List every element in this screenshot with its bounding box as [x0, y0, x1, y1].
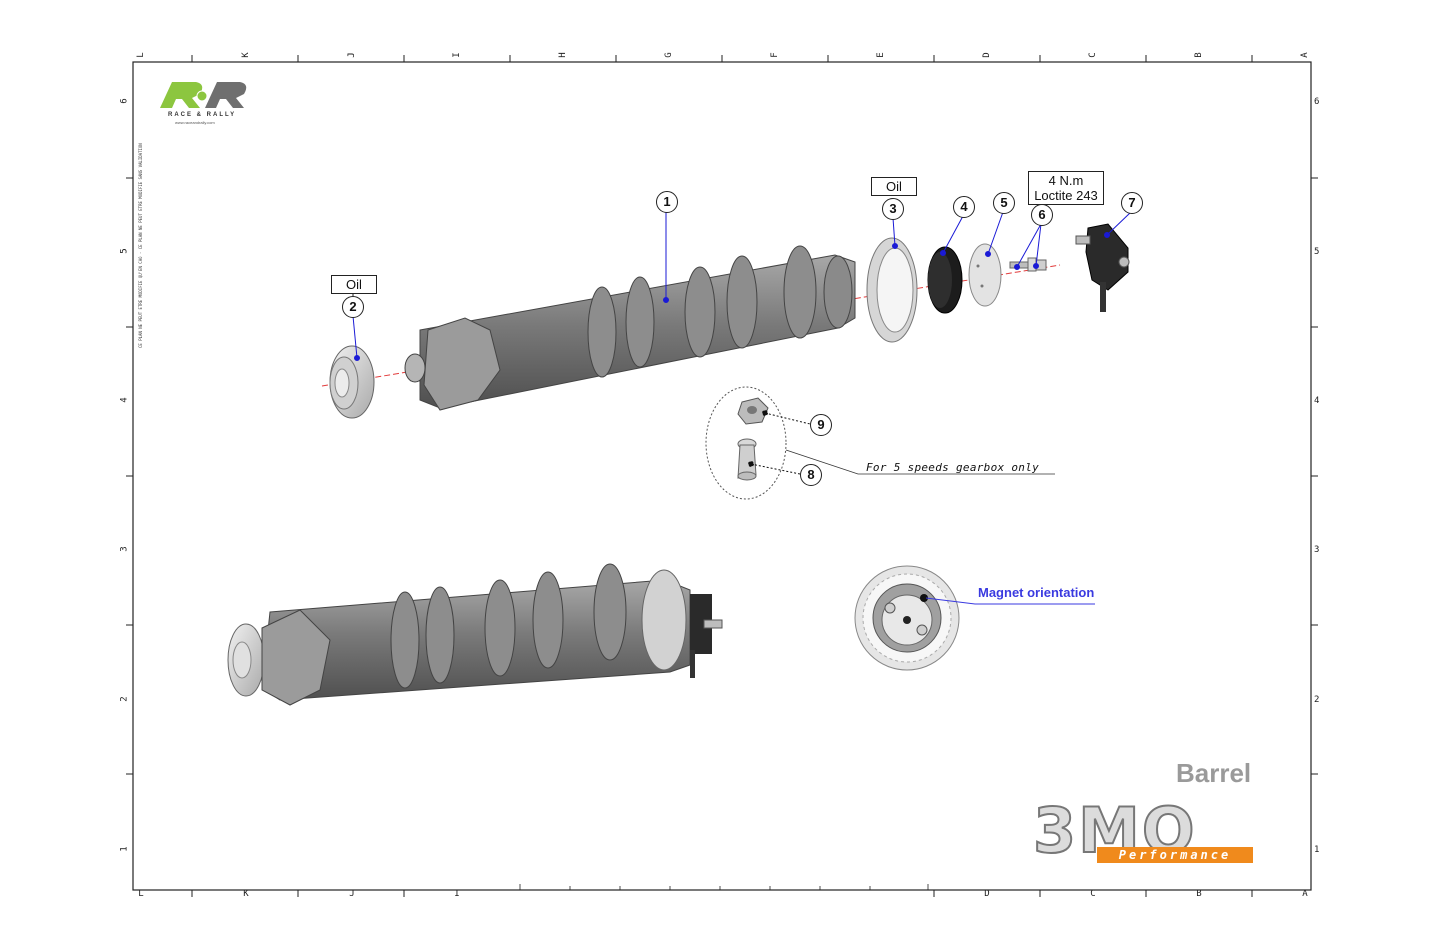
rr-url: www.raceandrally.com: [175, 120, 215, 125]
row-label: 2: [1314, 695, 1320, 705]
row-label: 3: [119, 546, 130, 552]
zone-label: D: [984, 889, 990, 899]
zone-label: A: [1300, 52, 1310, 58]
zone-label: J: [347, 52, 357, 58]
row-label: 6: [1314, 97, 1320, 107]
zone-label: G: [664, 52, 674, 58]
five-speed-note-leader: [785, 449, 1055, 475]
threadlocker-spec: Loctite 243: [1034, 188, 1098, 203]
detail-leaders: [748, 410, 811, 475]
magnet-orientation-view: [854, 565, 960, 671]
zone-label: L: [138, 889, 144, 899]
part-8-bolt: [737, 438, 757, 481]
part-3-ring: [866, 237, 918, 343]
callout-2: 2: [342, 296, 364, 318]
magnet-leader: [925, 597, 1095, 605]
zone-label: K: [241, 52, 251, 58]
part-5-disc: [968, 243, 1002, 307]
zone-label: B: [1194, 52, 1204, 58]
legal-notice: CE PLAN NE PEUT ETRE MODIFIE QU'EN CAO -…: [138, 143, 143, 348]
part-9-nut: [737, 397, 769, 425]
magnet-orientation-label: Magnet orientation: [978, 585, 1095, 600]
callout-3: 3: [882, 198, 904, 220]
torque-spec-box: 4 N.m Loctite 243: [1028, 171, 1104, 205]
assembled-barrel: [227, 563, 723, 706]
row-label: 1: [119, 846, 130, 852]
race-and-rally-logo: [160, 82, 247, 108]
zone-label: J: [349, 889, 355, 899]
callout-4: 4: [953, 196, 975, 218]
part-1-barrel: [404, 245, 856, 411]
row-label: 6: [119, 98, 130, 104]
row-label: 1: [1314, 845, 1320, 855]
rr-subtitle: RACE & RALLY: [168, 112, 237, 118]
zone-label: K: [243, 889, 249, 899]
row-label: 4: [119, 397, 130, 403]
callout-6: 6: [1031, 204, 1053, 226]
five-speed-detail-bubble: [705, 386, 787, 500]
torque-value: 4 N.m: [1048, 173, 1084, 188]
callout-7: 7: [1121, 192, 1143, 214]
zone-label: B: [1196, 889, 1202, 899]
row-label: 4: [1314, 396, 1320, 406]
callout-8: 8: [800, 464, 822, 486]
scale-ruler: [519, 884, 929, 891]
zone-label: E: [876, 52, 886, 58]
row-label: 3: [1314, 545, 1320, 555]
callout-leaders: [352, 211, 1132, 361]
part-6-screws: [1009, 257, 1047, 272]
row-label: 2: [119, 696, 130, 702]
zone-label: F: [770, 52, 780, 58]
zone-label: L: [136, 52, 146, 58]
zone-label: I: [452, 52, 462, 58]
zone-label: C: [1088, 52, 1098, 58]
sheet-border: [132, 61, 1312, 891]
five-speed-note: For 5 speeds gearbox only: [866, 461, 1040, 474]
callout-5: 5: [993, 192, 1015, 214]
row-label: 5: [119, 248, 130, 254]
zone-ticks: [126, 55, 1318, 897]
zone-label: H: [558, 52, 568, 58]
zone-label: A: [1302, 889, 1308, 899]
callout-1: 1: [656, 191, 678, 213]
zone-label: D: [982, 52, 992, 58]
oil-label-ring: Oil: [871, 177, 917, 196]
brand-subtitle: Performance: [1097, 847, 1253, 863]
part-title: Barrel: [1176, 758, 1252, 788]
zone-label: I: [454, 889, 460, 899]
part-7-sensor: [1075, 223, 1130, 312]
part-2-bearing: [329, 345, 375, 419]
row-label: 5: [1314, 247, 1320, 257]
part-4-magnet: [927, 246, 963, 314]
callout-9: 9: [810, 414, 832, 436]
oil-label-bearing: Oil: [331, 275, 377, 294]
zone-label: C: [1090, 889, 1096, 899]
